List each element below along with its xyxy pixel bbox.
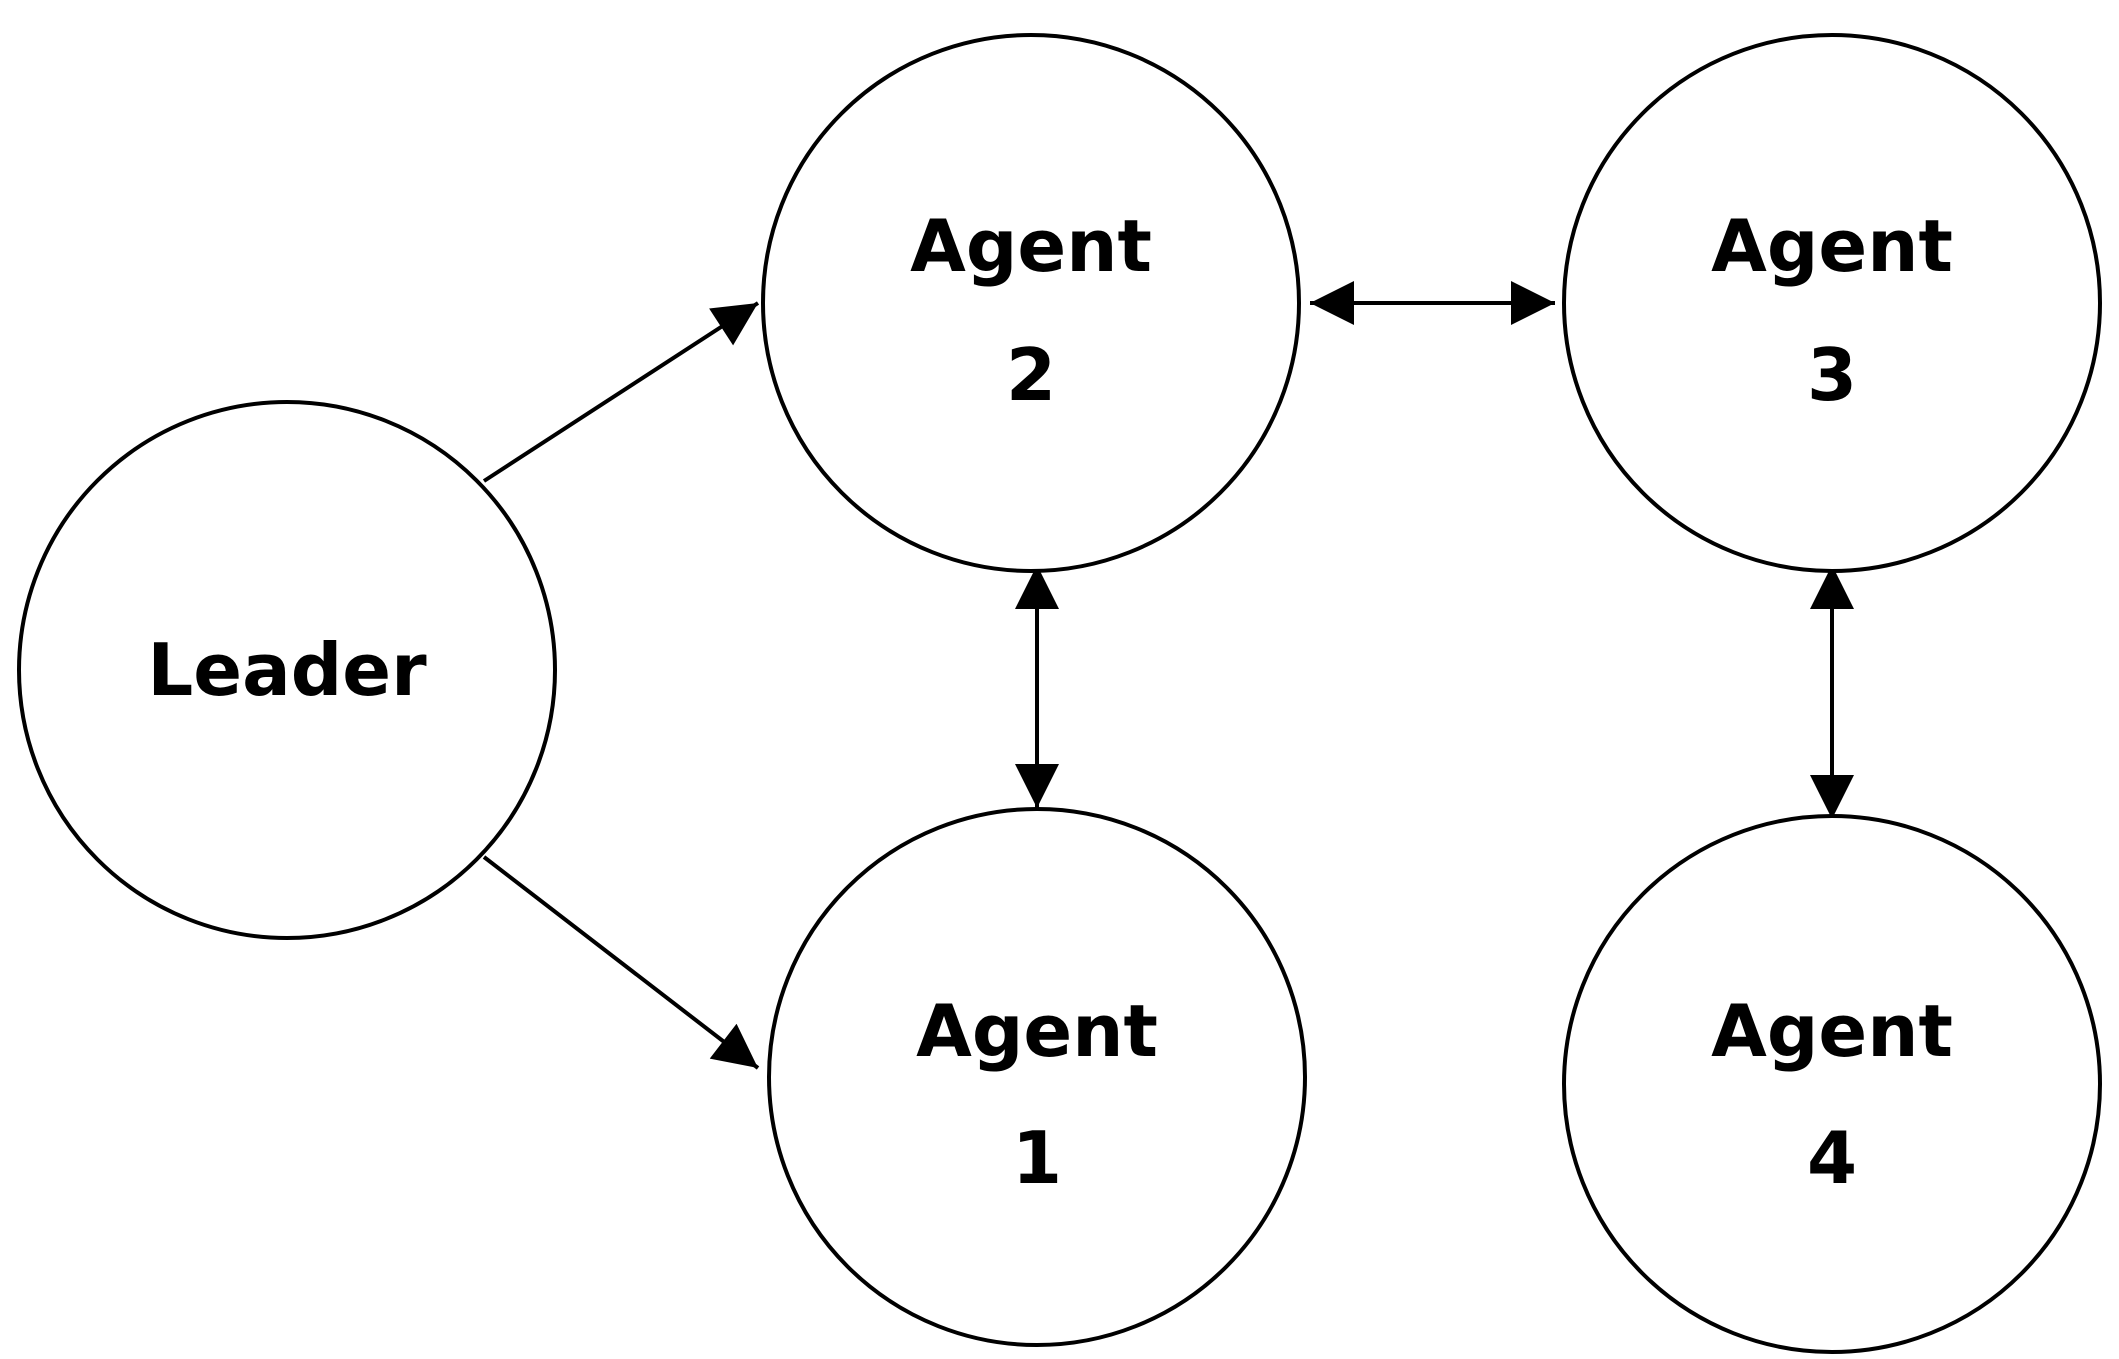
agent1-label-line2: 1	[1012, 1116, 1062, 1200]
agent2-label-line2: 2	[1006, 333, 1056, 417]
agent1-circle	[767, 807, 1307, 1347]
agent4-circle	[1562, 814, 2102, 1354]
agent2-label-line1: Agent	[910, 204, 1152, 288]
node-leader: Leader	[17, 400, 557, 940]
node-agent1: Agent 1	[767, 807, 1307, 1347]
agent3-circle	[1562, 33, 2102, 573]
agent3-label-line1: Agent	[1711, 204, 1953, 288]
leader-label: Leader	[147, 628, 427, 712]
leader-circle	[17, 400, 557, 940]
agent4-label-line1: Agent	[1711, 989, 1953, 1073]
agent2-circle	[761, 33, 1301, 573]
agent1-label-line1: Agent	[916, 989, 1158, 1073]
node-agent2: Agent 2	[761, 33, 1301, 573]
edge-leader-to-agent2	[482, 301, 760, 483]
node-agent4: Agent 4	[1562, 814, 2102, 1354]
edges	[482, 281, 1854, 1070]
agent3-label-line2: 3	[1807, 333, 1857, 417]
edge-leader-to-agent1	[482, 855, 760, 1070]
node-agent3: Agent 3	[1562, 33, 2102, 573]
agent4-label-line2: 4	[1807, 1116, 1857, 1200]
